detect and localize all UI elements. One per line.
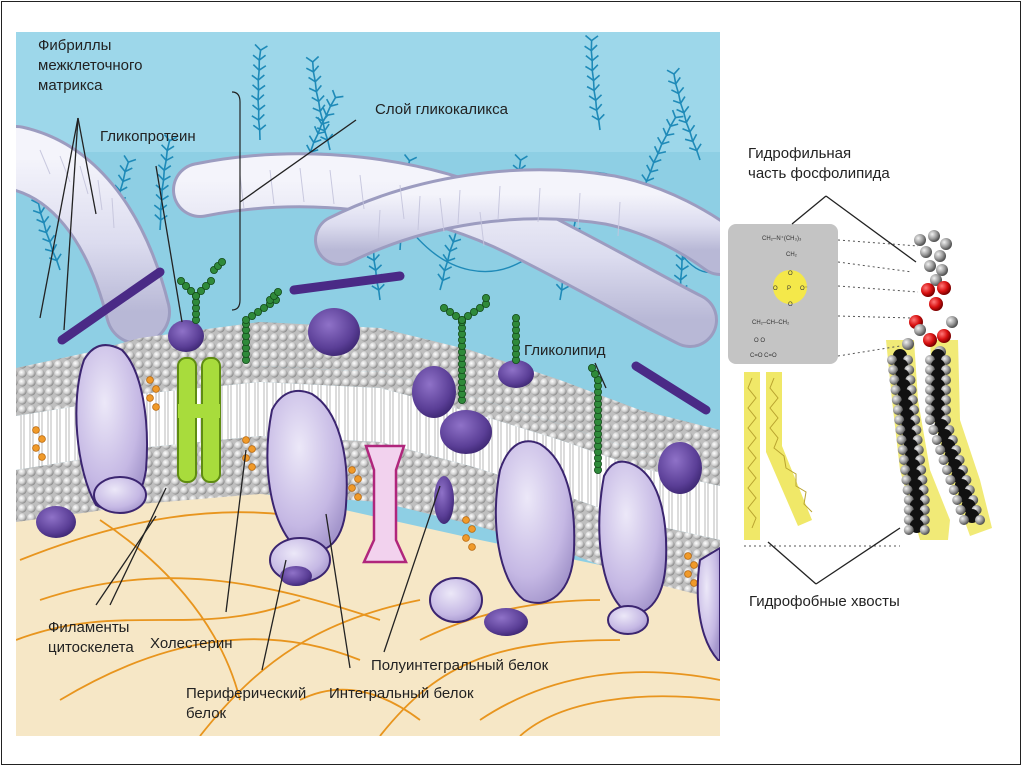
label-hydrophobic-tails: Гидрофобные хвосты <box>749 593 900 610</box>
label-peripheral-protein: Периферический белок <box>186 685 307 722</box>
label-ecm-fibrils: Фибриллы межклеточного матрикса <box>38 37 143 94</box>
glycan-chains <box>176 257 603 474</box>
extracellular-protein-dashes <box>57 267 711 415</box>
formula-ester-row: C=O C=O <box>750 353 777 359</box>
label-glycolipid: Гликолипид <box>524 342 606 359</box>
formula-ch2: CH₂ <box>786 252 798 258</box>
hydrophobic-tail-left <box>744 372 760 540</box>
glycocalyx-bracket <box>231 91 241 311</box>
phospholipid-panel: CH₂–N⁺(CH₃)₃ CH₂ O P O O⁻ O CH₂–CH–CH₂ O… <box>728 195 992 585</box>
label-semi-integral-protein: Полуинтегральный белок <box>371 657 549 674</box>
cytoplasm <box>16 470 720 736</box>
leader-lines <box>39 117 607 671</box>
formula-phosphate: P <box>787 286 791 292</box>
formula-glycerol: CH₂–CH–CH₂ <box>752 320 790 326</box>
cholesterol-molecules <box>32 376 698 587</box>
formula-o-bottom: O <box>788 302 793 308</box>
label-cytoskeleton-filaments: Филаменты цитоскелета <box>48 619 134 656</box>
label-glycocalyx-layer: Слой гликокаликса <box>375 101 508 118</box>
formula-o-row: O O <box>754 338 765 344</box>
space-filling-model <box>887 230 985 535</box>
label-hydrophilic-part: Гидрофильная часть фосфолипида <box>748 145 890 182</box>
membrane-proteins <box>36 308 720 661</box>
label-glycoprotein: Гликопротеин <box>100 128 196 145</box>
formula-o-left: O <box>773 286 778 292</box>
formula-o-top: O <box>788 271 793 277</box>
label-integral-protein: Интегральный белок <box>329 685 474 702</box>
hydrophobic-tail-right <box>766 372 812 526</box>
formula-choline: CH₂–N⁺(CH₃)₃ <box>762 235 802 242</box>
ecm-fibrils <box>16 125 720 348</box>
formula-o-right: O⁻ <box>800 286 808 292</box>
label-cholesterol: Холестерин <box>150 635 233 652</box>
